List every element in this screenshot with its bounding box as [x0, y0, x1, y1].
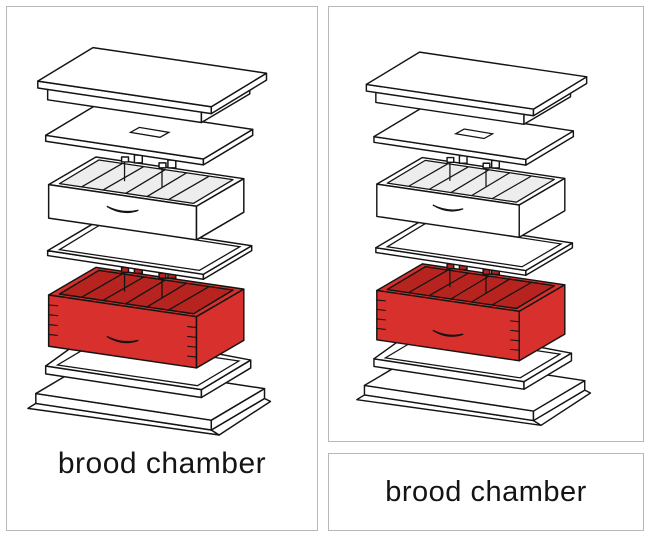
three-part-card-column: brood chamber — [328, 6, 644, 531]
label-card-text: brood chamber — [385, 475, 587, 508]
control-card-label: brood chamber — [57, 447, 267, 480]
picture-card — [328, 6, 644, 442]
label-card: brood chamber — [328, 453, 644, 531]
control-card: brood chamber — [6, 6, 318, 531]
beehive-diagram-right — [356, 51, 592, 427]
beehive-diagram-left — [27, 46, 272, 436]
